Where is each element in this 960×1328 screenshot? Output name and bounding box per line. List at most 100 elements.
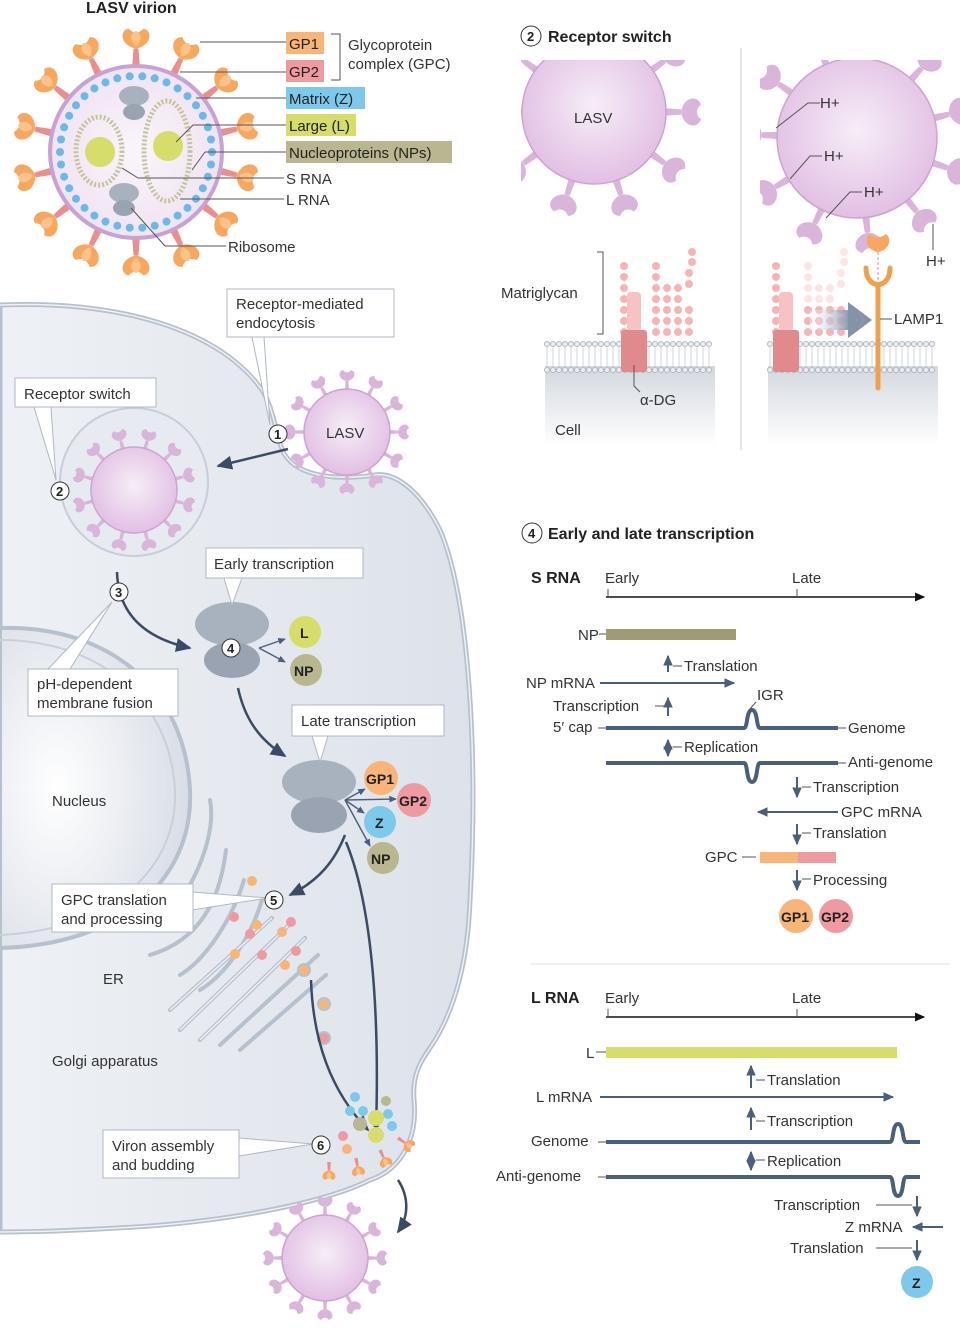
matriglycan-bead [652, 306, 660, 314]
matriglycan-bead [620, 262, 628, 270]
matriglycan-bead [804, 295, 812, 303]
matriglycan-bead [815, 284, 823, 292]
matriglycan-bead [685, 328, 693, 336]
virion-illustration [12, 28, 260, 276]
matriglycan-bead [620, 317, 628, 325]
svg-text:and budding: and budding [112, 1157, 195, 1174]
svg-text:Transcription: Transcription [767, 1113, 853, 1130]
step-2: 2 [50, 481, 70, 501]
early-label: Early [605, 990, 640, 1007]
matriglycan-bead [772, 284, 780, 292]
glycoprotein-spike [857, 60, 891, 63]
matrix-protein [101, 78, 110, 87]
late-label: Late [792, 990, 821, 1007]
callout-assembly: Viron assembly and budding [102, 1129, 314, 1179]
virion-legend: GP1 GP2 Matrix (Z) Large (L) Nucleoprote… [228, 32, 452, 256]
matrix-protein [198, 184, 207, 193]
h-plus-label: H+ [864, 184, 884, 201]
s-rna-heading: S RNA [531, 570, 581, 587]
cell-label: Cell [555, 422, 581, 439]
svg-text:Nucleoproteins (NPs): Nucleoproteins (NPs) [289, 145, 432, 162]
early-product-np: NP [290, 654, 322, 686]
matriglycan-bead [837, 269, 845, 277]
matrix-protein [57, 135, 65, 144]
matrix-protein [90, 84, 99, 93]
matriglycan-bead [663, 317, 671, 325]
matrix-protein [125, 72, 134, 81]
er-golgi-fill [169, 917, 306, 1041]
glycoprotein-spike [521, 98, 523, 126]
s-rna-segment [73, 114, 125, 188]
np-bar [606, 629, 736, 640]
gpc-label: Glycoprotein [348, 37, 432, 54]
large-protein [85, 137, 115, 167]
glycoprotein-spike [367, 1250, 387, 1266]
late-product-gp1: GP1 [364, 761, 398, 795]
svg-text:GP1: GP1 [366, 771, 394, 787]
matriglycan-bead [804, 262, 812, 270]
svg-text:2: 2 [56, 484, 63, 499]
large-protein [153, 131, 183, 161]
ribosome-early [195, 602, 269, 678]
matrix-protein [80, 92, 89, 101]
svg-text:GP2: GP2 [399, 793, 427, 809]
svg-text:1: 1 [274, 427, 281, 442]
early-product-arrows [258, 638, 286, 663]
matrix-protein [101, 217, 110, 226]
legend-nucleoproteins: Nucleoproteins (NPs) [286, 141, 452, 163]
matrix-protein [183, 92, 192, 101]
rs-lasv-label: LASV [574, 110, 612, 127]
matriglycan-bead [804, 284, 812, 292]
matriglycan-bead [652, 262, 660, 270]
matriglycan-bead [620, 273, 628, 281]
ribosome-label: Ribosome [228, 239, 296, 256]
matrix-protein [150, 221, 159, 230]
matriglycan-bead [674, 317, 682, 325]
matrix-protein [80, 203, 89, 212]
nucleus-label: Nucleus [52, 793, 106, 810]
early-product-l: L [289, 616, 321, 648]
svg-text:Receptor switch: Receptor switch [24, 386, 131, 403]
matriglycan-bead [772, 262, 780, 270]
matriglycan-bead [685, 317, 693, 325]
svg-text:3: 3 [115, 585, 122, 600]
svg-text:Translation: Translation [684, 658, 758, 675]
svg-text:Genome: Genome [531, 1133, 589, 1150]
lamp1-receptor [863, 234, 893, 391]
svg-text:5′ cap: 5′ cap [553, 719, 593, 736]
matrix-protein [173, 211, 182, 220]
svg-text:pH-dependent: pH-dependent [37, 676, 133, 693]
svg-text:Z: Z [912, 1275, 921, 1291]
gpc-bar-gp2 [798, 852, 836, 863]
matrix-protein [65, 184, 74, 193]
endosome [59, 407, 209, 557]
receptor-switch-panel: 2 Receptor switch LASV Matriglycan α-DG … [501, 25, 960, 450]
ribosome-icon [109, 86, 149, 216]
svg-text:Replication: Replication [767, 1153, 841, 1170]
golgi-label: Golgi apparatus [52, 1053, 158, 1070]
svg-text:Z: Z [375, 815, 384, 831]
svg-text:Transcription: Transcription [774, 1197, 860, 1214]
matrix-protein [113, 74, 122, 83]
lasv-label: LASV [326, 425, 364, 442]
matrix-protein [173, 84, 182, 93]
svg-text:5: 5 [270, 893, 277, 908]
callout-early-transcription: Early transcription [205, 547, 364, 607]
matriglycan-bead [652, 273, 660, 281]
matrix-protein [203, 172, 212, 181]
glycoprotein-spike [339, 370, 355, 390]
matrix-protein [90, 211, 99, 220]
h-plus-label: H+ [926, 253, 946, 270]
svg-text:and processing: and processing [61, 911, 163, 928]
matriglycan-bead [663, 284, 671, 292]
glycoprotein-spike [389, 424, 409, 440]
svg-text:GPC mRNA: GPC mRNA [841, 804, 922, 821]
svg-text:Late transcription: Late transcription [301, 713, 416, 730]
svg-text:GPC: GPC [705, 849, 738, 866]
early-label: Early [605, 570, 640, 587]
matrix-protein [207, 160, 215, 169]
transcription-panel: 4 Early and late transcription S RNA Ear… [496, 522, 950, 1298]
svg-text:Z mRNA: Z mRNA [845, 1219, 903, 1236]
matriglycan-bead [840, 248, 848, 256]
svg-text:NP: NP [578, 627, 599, 644]
